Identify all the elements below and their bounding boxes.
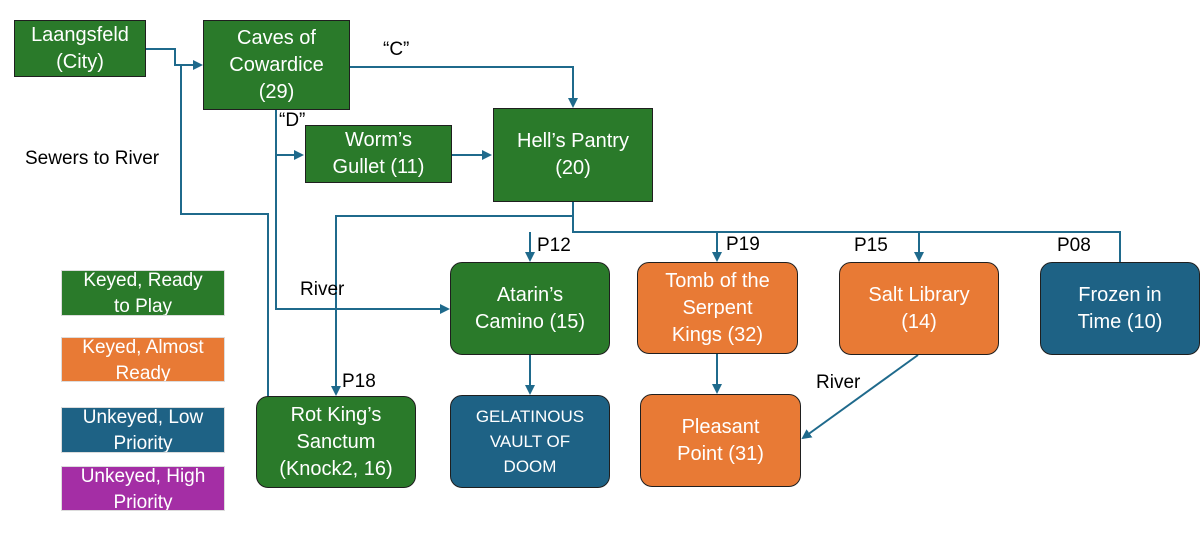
label-p08: P08 [1057, 235, 1091, 256]
node-salt-library: Salt Library (14) [839, 262, 999, 355]
legend-keyed-almost-ready: Keyed, Almost Ready [61, 337, 225, 382]
node-laangsfeld: Laangsfeld (City) [14, 20, 146, 77]
label-passage-c: “C” [383, 39, 410, 60]
legend-unkeyed-low-priority: Unkeyed, Low Priority [61, 407, 225, 453]
node-worms-gullet: Worm’s Gullet (11) [305, 125, 452, 183]
link-hells-pantry-rot-king [331, 202, 574, 396]
node-atarins-camino: Atarin’s Camino (15) [450, 262, 610, 355]
link-salt-pleasant [801, 354, 919, 440]
link-caves-hells-pantry [350, 66, 578, 108]
label-p12: P12 [537, 235, 571, 256]
node-gelatinous-vault-of-doom: GELATINOUS VAULT OF DOOM [450, 395, 610, 488]
node-caves-of-cowardice: Caves of Cowardice (29) [203, 20, 350, 110]
legend-keyed-ready: Keyed, Ready to Play [61, 270, 225, 316]
link-laangsfeld-caves [146, 48, 203, 70]
node-frozen-in-time: Frozen in Time (10) [1040, 262, 1200, 355]
link-caves-atarin [275, 155, 450, 314]
node-rot-kings-sanctum: Rot King’s Sanctum (Knock2, 16) [256, 396, 416, 488]
legend-unkeyed-high-priority: Unkeyed, High Priority [61, 466, 225, 511]
node-tomb-of-the-serpent-kings: Tomb of the Serpent Kings (32) [637, 262, 798, 354]
label-p19: P19 [726, 234, 760, 255]
label-p18: P18 [342, 371, 376, 392]
label-river-right: River [816, 372, 861, 393]
label-sewers-to-river: Sewers to River [25, 148, 160, 169]
label-p15: P15 [854, 235, 888, 256]
link-sewers-to-river [180, 65, 269, 397]
node-hells-pantry: Hell’s Pantry (20) [493, 108, 653, 202]
link-hells-pantry-bus [572, 216, 1121, 262]
label-river-left: River [300, 279, 345, 300]
label-passage-d: “D” [279, 110, 306, 131]
node-pleasant-point: Pleasant Point (31) [640, 394, 801, 487]
